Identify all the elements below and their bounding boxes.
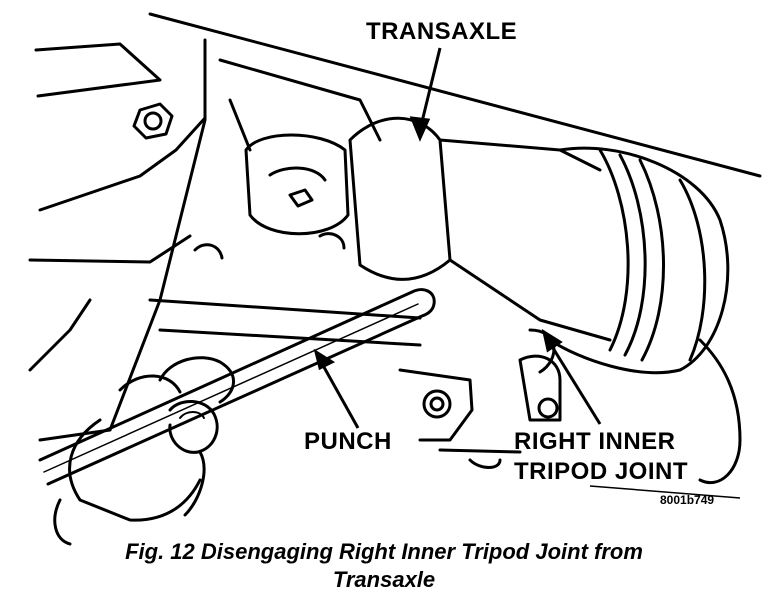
figure-caption: Fig. 12 Disengaging Right Inner Tripod J…: [0, 538, 768, 594]
caption-line-2: Transaxle: [332, 567, 436, 592]
right-inner-label: RIGHT INNER: [514, 428, 676, 455]
vehicle-frame: [28, 12, 762, 442]
caption-line-1: Fig. 12 Disengaging Right Inner Tripod J…: [125, 539, 643, 564]
figure-code: 8001b749: [660, 493, 715, 507]
tripod-joint-label: TRIPOD JOINT: [514, 458, 689, 485]
bolt-upper: [132, 102, 174, 140]
tripod-joint-boot: [528, 146, 730, 375]
lower-bracket: [398, 338, 742, 484]
hand: [53, 356, 235, 546]
punch-label: PUNCH: [304, 428, 392, 455]
leader-arrows: [313, 47, 741, 499]
transaxle-label: TRANSAXLE: [366, 18, 518, 45]
